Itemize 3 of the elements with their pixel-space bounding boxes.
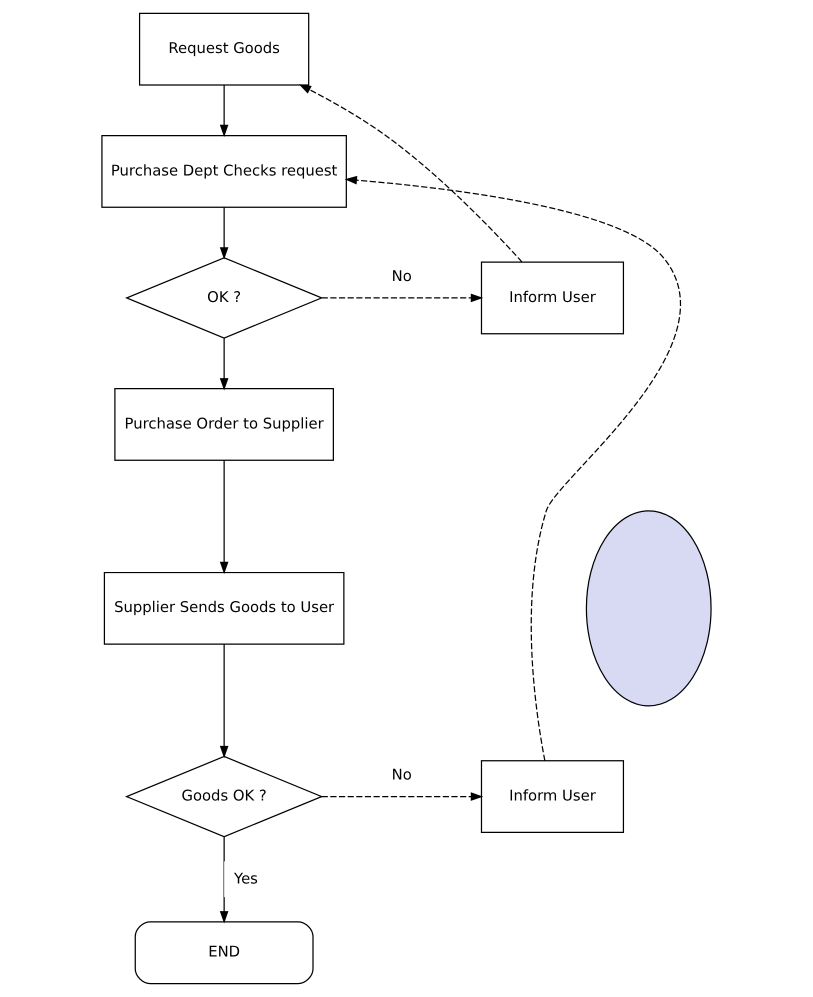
edge-label: No	[392, 766, 412, 784]
edge-label: No	[392, 268, 412, 285]
edge-label: Yes	[234, 870, 258, 888]
